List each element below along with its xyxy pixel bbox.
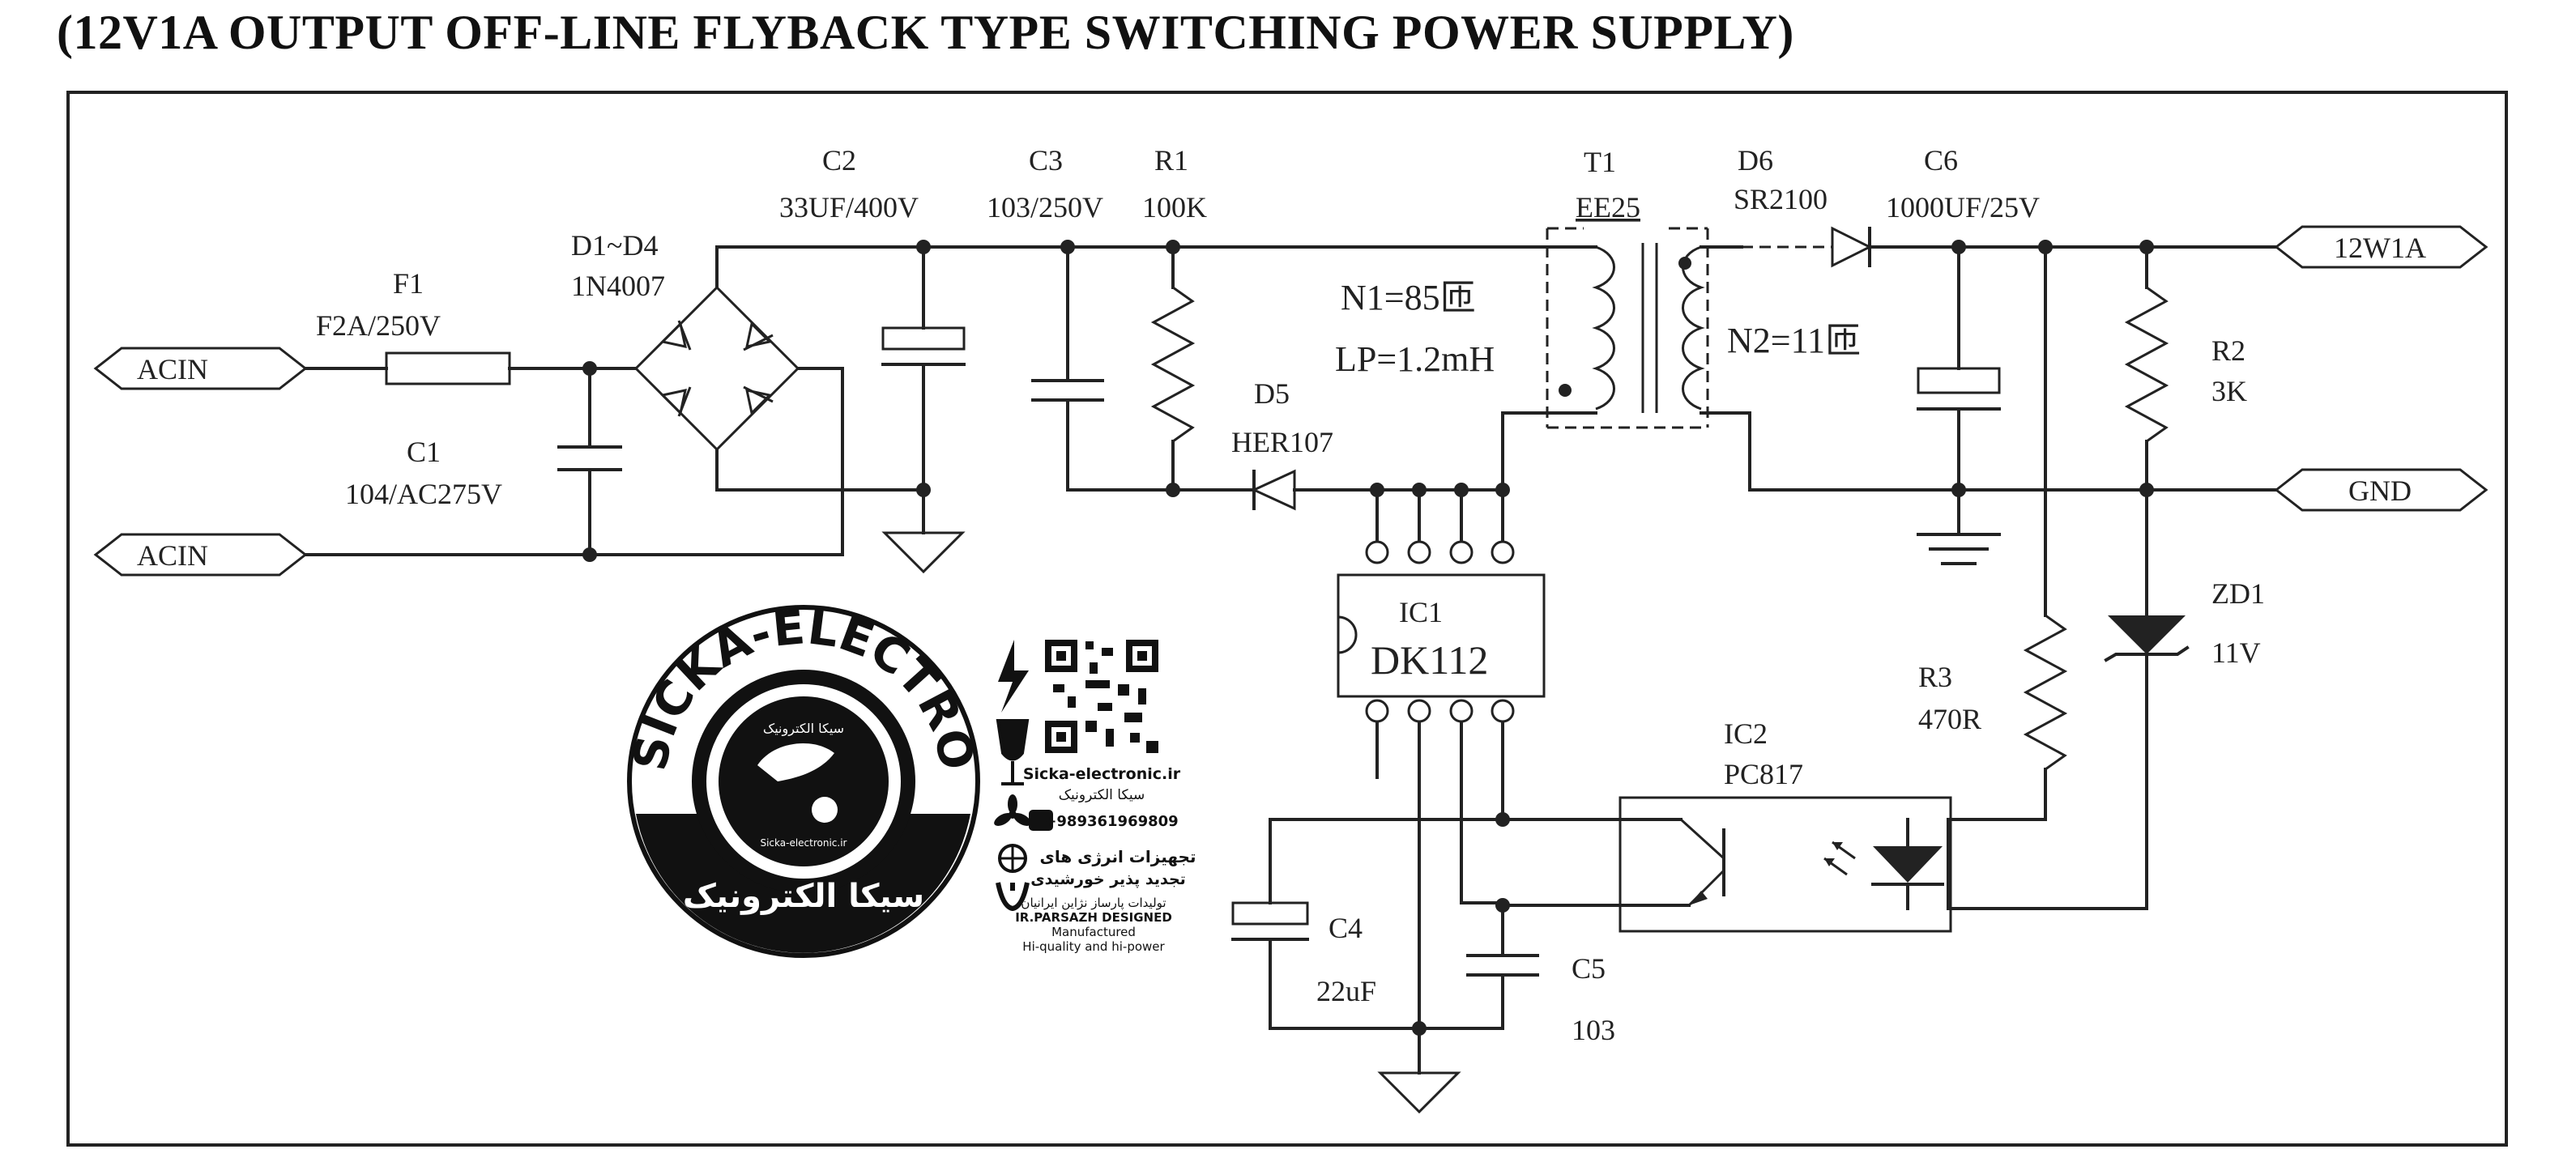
ic1-dk112: IC1 DK112 [1337,573,1546,1075]
r3-ref: R3 [1918,661,1952,693]
capacitor-c3: C3 103/250V [987,144,1175,492]
schematic-frame [66,91,2508,1147]
r2-value: 3K [2211,375,2247,407]
logo-line6: Hi-quality and hi-power [1022,939,1165,954]
capacitor-c4: C4 22uF [1231,901,1504,1030]
globe-icon [998,844,1027,873]
c5-ref: C5 [1572,952,1606,985]
transistor-icon [812,797,838,823]
logo-inner-caption: Sicka-electronic.ir [760,837,847,849]
lightning-icon [998,640,1029,713]
r2-ref: R2 [2211,334,2245,367]
transformer-t1: T1 EE25 N1=85匝 LP=1.2mH N2=11匝 [1335,146,1861,492]
c6-value: 1000UF/25V [1886,191,2040,223]
zd1-ref: ZD1 [2211,577,2265,610]
optocoupler-ic2: IC2 PC817 [1619,717,1952,933]
resistor-r2: R2 3K [2124,240,2247,497]
logo-site-fa: سیکا الکترونیک [1059,787,1145,803]
phone-icon [1029,810,1053,831]
logo-site: Sicka-electronic.ir [1023,765,1181,783]
d1d4-value: 1N4007 [571,270,665,302]
c5-value: 103 [1572,1014,1615,1046]
t1-n1: N1=85匝 [1341,278,1476,317]
capacitor-c5: C5 103 [1377,904,1615,1114]
fuse-f1: F1 F2A/250V [304,267,591,385]
ic2-ref: IC2 [1724,717,1768,750]
acin-bottom-label: ACIN [137,539,208,572]
t1-lp: LP=1.2mH [1335,339,1495,379]
t1-ref: T1 [1584,146,1616,178]
r1-ref: R1 [1154,144,1188,177]
zd1-value: 11V [2211,636,2261,669]
c2-ref: C2 [822,144,856,177]
ic1-top-pins [1365,411,1549,564]
logo-ring-bottom-text: سیکا الکترونیک [683,878,924,915]
diode-d5: D5 HER107 [1171,377,1504,511]
d5-value: HER107 [1231,426,1333,458]
ic1-value: DK112 [1371,637,1488,683]
output-12v-port: 12W1A [2274,225,2489,269]
c1-ref: C1 [407,436,441,468]
capacitor-c2: C2 33UF/400V [779,144,966,574]
logo-line5: Manufactured [1051,925,1136,939]
resistor-r3: R3 470R [1918,240,2068,860]
r1-value: 100K [1142,191,1207,223]
zener-zd1: ZD1 11V [1947,488,2265,910]
logo-line4: IR.PARSAZH DESIGNED [1015,910,1172,925]
hands-icon [996,882,1030,912]
d5-ref: D5 [1254,377,1290,410]
d6-ref: D6 [1738,144,1773,177]
r3-value: 470R [1918,703,1981,735]
bridge-rectifier-d1-d4: D1~D4 1N4007 [571,229,925,492]
fan-icon [994,794,1031,826]
logo-phone: +989361969809 [1044,813,1178,830]
logo-line2: تجدید پذیر خورشیدی [1030,870,1186,888]
acin-top-label: ACIN [137,353,208,385]
c3-value: 103/250V [987,191,1103,223]
c6-ref: C6 [1924,144,1958,177]
d1d4-ref: D1~D4 [571,229,658,262]
gnd-port: GND [2274,468,2489,512]
logo-line1: تجهیزات انرژی های [1040,847,1196,866]
c2-value: 33UF/400V [779,191,919,223]
fragile-glass-icon [996,719,1030,785]
ic1-ref: IC1 [1399,596,1443,628]
f1-ref: F1 [393,267,424,300]
diode-d6: D6 SR2100 [1734,144,2278,268]
gnd-label: GND [2348,475,2412,507]
bird-icon [757,743,834,781]
f1-value: F2A/250V [316,309,441,342]
page-title: (12V1A OUTPUT OFF-LINE FLYBACK TYPE SWIT… [57,6,1794,59]
acin-top-port: ACIN [93,347,308,390]
d6-value: SR2100 [1734,183,1828,215]
t1-n2: N2=11匝 [1727,321,1861,360]
acin-bottom-port: ACIN [93,533,308,577]
logo-line3: تولیدات پارساز نژاین ایرانیان [1021,896,1166,911]
resistor-r1: R1 100K [1142,144,1207,497]
t1-value: EE25 [1576,191,1640,223]
c4-ref: C4 [1329,912,1363,944]
capacitor-c1: C1 104/AC275V [345,361,622,562]
logo-ring-text: SICKA-ELECTRONIC.IR [0,0,985,775]
capacitor-c6: C6 1000UF/25V [1886,144,2040,565]
output-label: 12W1A [2334,232,2426,264]
ic2-value: PC817 [1724,758,1803,790]
c3-ref: C3 [1029,144,1063,177]
c1-value: 104/AC275V [345,478,502,510]
qr-code-icon [1045,640,1158,753]
logo-inner-text: سیکا الکترونیک [763,721,844,737]
c4-value: 22uF [1316,975,1376,1007]
